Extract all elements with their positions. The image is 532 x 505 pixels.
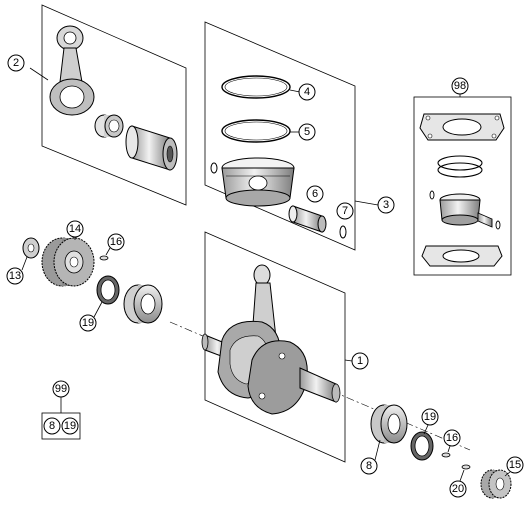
timing-gear-part bbox=[480, 469, 512, 499]
panel-piston: 4 5 6 7 3 bbox=[204, 21, 395, 251]
bearing-bush-part bbox=[94, 114, 124, 138]
connecting-rod-part bbox=[49, 25, 95, 116]
spacer-part bbox=[461, 464, 471, 470]
kit-piston-part bbox=[439, 193, 481, 226]
callout-6-label: 6 bbox=[312, 188, 318, 200]
right-side-parts: 8 19 16 20 15 bbox=[360, 404, 524, 499]
callout-2-label: 2 bbox=[13, 57, 19, 69]
main-bearing-left-part bbox=[123, 284, 163, 324]
callout-7 bbox=[336, 202, 354, 220]
callout-14-label: 14 bbox=[69, 223, 81, 235]
panel-kit-98: 98 bbox=[413, 77, 512, 276]
callout-4 bbox=[298, 83, 316, 101]
callout-4-label: 4 bbox=[304, 86, 310, 98]
callout-8-label: 8 bbox=[366, 460, 372, 472]
callout-13 bbox=[6, 267, 24, 285]
piston-pin-part bbox=[288, 205, 327, 233]
callout-19-left bbox=[79, 314, 97, 332]
callout-3-label: 3 bbox=[383, 199, 389, 211]
primary-gear-part bbox=[41, 237, 95, 287]
callout-16-left bbox=[107, 233, 125, 251]
crank-pin-part bbox=[125, 125, 178, 171]
left-side-parts: 13 14 16 19 bbox=[6, 220, 163, 332]
callout-1-label: 1 bbox=[357, 355, 363, 367]
kit-99-item-8 bbox=[43, 417, 61, 435]
callout-20-label: 20 bbox=[452, 483, 464, 495]
circlip-left-part bbox=[210, 162, 218, 174]
callout-99-label: 99 bbox=[55, 383, 67, 395]
callout-16-left-label: 16 bbox=[110, 236, 122, 248]
callout-13-label: 13 bbox=[9, 270, 21, 282]
panel-connecting-rod: 2 bbox=[7, 4, 187, 206]
kit-piston-pin-part bbox=[477, 212, 501, 230]
woodruff-key-right-part bbox=[441, 452, 451, 458]
piston-part bbox=[221, 157, 295, 207]
shaft-seal-right-part bbox=[410, 431, 434, 461]
callout-15-label: 15 bbox=[509, 459, 521, 471]
callout-16-right-label: 16 bbox=[446, 432, 458, 444]
callout-19-right bbox=[421, 408, 439, 426]
callout-19-right-label: 19 bbox=[424, 411, 436, 423]
kit-99-item-8-label: 8 bbox=[49, 420, 55, 432]
callout-2 bbox=[7, 54, 25, 72]
callout-15 bbox=[506, 456, 524, 474]
callout-6 bbox=[306, 185, 324, 203]
cylinder-head-gasket-part bbox=[419, 113, 505, 141]
callout-98 bbox=[451, 77, 469, 95]
main-bearing-right-part bbox=[370, 404, 408, 444]
kit-99-item-19-label: 19 bbox=[64, 420, 76, 432]
kit-99-item-19 bbox=[61, 417, 79, 435]
piston-ring-second bbox=[221, 119, 291, 143]
callout-19-left-label: 19 bbox=[82, 317, 94, 329]
shaft-seal-left-part bbox=[96, 275, 120, 305]
callout-16-right bbox=[443, 429, 461, 447]
callout-20 bbox=[449, 480, 467, 498]
lock-nut-part bbox=[22, 237, 40, 259]
callout-5 bbox=[298, 123, 316, 141]
callout-5-label: 5 bbox=[304, 126, 310, 138]
circlip-right-part bbox=[339, 225, 347, 239]
woodruff-key-part bbox=[99, 255, 109, 261]
callout-98-label: 98 bbox=[454, 80, 466, 92]
cylinder-base-gasket-part bbox=[421, 245, 503, 267]
kit-piston-rings-part bbox=[437, 155, 483, 178]
callout-8 bbox=[360, 457, 378, 475]
piston-ring-top bbox=[221, 75, 291, 99]
callout-1 bbox=[351, 352, 369, 370]
callout-3 bbox=[377, 196, 395, 214]
panel-crankshaft: 1 bbox=[169, 231, 471, 463]
crankshaft-part bbox=[201, 264, 341, 415]
kit-99: 99 8 19 bbox=[41, 380, 81, 440]
callout-7-label: 7 bbox=[342, 205, 348, 217]
